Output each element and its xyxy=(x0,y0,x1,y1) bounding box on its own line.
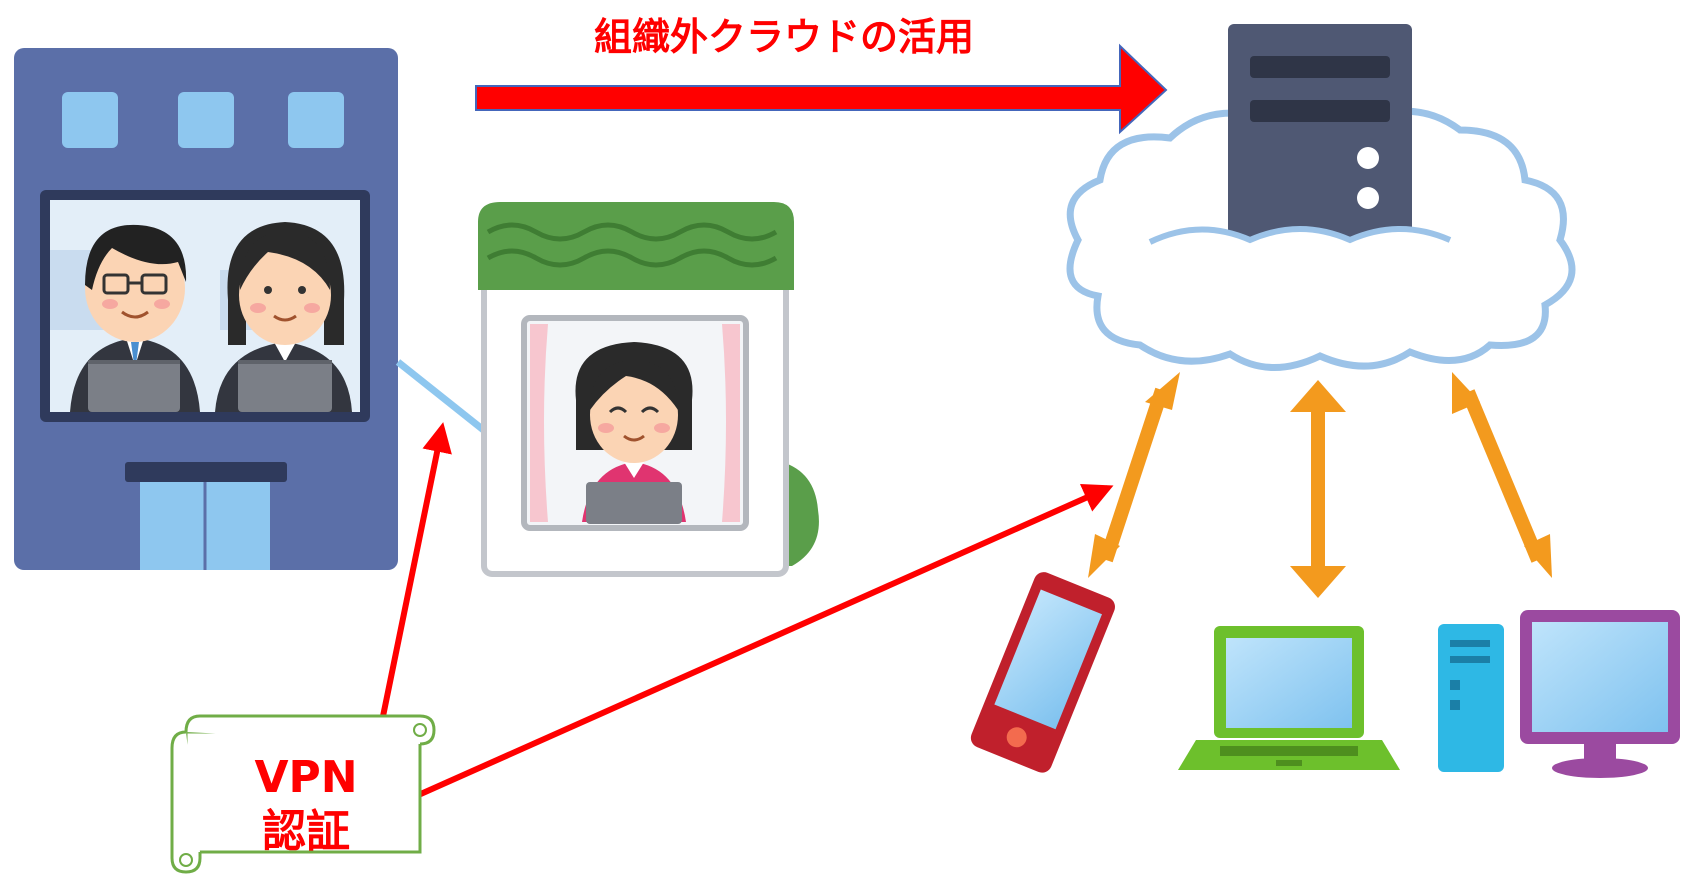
auth-label: 認証 xyxy=(262,806,350,857)
network-connector xyxy=(395,359,489,435)
vpn-arrow-to-house xyxy=(369,422,452,771)
cloud-server-icon xyxy=(1066,24,1576,371)
desktop-pc-icon xyxy=(1438,610,1680,778)
businesswoman-icon xyxy=(215,222,352,412)
businessman-icon xyxy=(70,224,200,412)
remote-worker-icon xyxy=(575,342,693,524)
banner-title: 組織外クラウドの活用 xyxy=(594,15,974,59)
sync-arrow-center xyxy=(1290,380,1346,598)
vpn-arrow-to-cloud xyxy=(394,484,1114,808)
smartphone-icon xyxy=(970,572,1115,773)
sync-arrow-right xyxy=(1452,372,1552,578)
vpn-scroll-icon xyxy=(170,714,436,874)
sync-arrow-left xyxy=(1088,372,1180,578)
vpn-label: VPN xyxy=(254,752,357,803)
cloud-utilization-arrow xyxy=(475,43,1168,135)
laptop-icon xyxy=(1178,626,1400,770)
